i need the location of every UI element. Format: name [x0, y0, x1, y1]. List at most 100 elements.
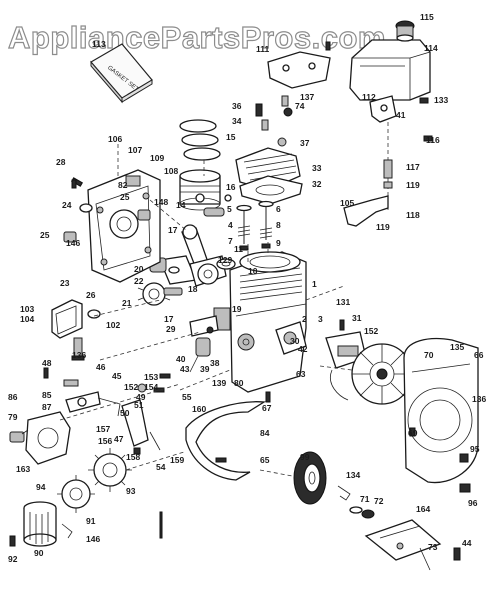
- label-17-lower: 17: [164, 314, 174, 324]
- label-39: 39: [200, 364, 210, 374]
- base-guard[interactable]: [185, 401, 267, 481]
- label-87: 87: [42, 402, 52, 412]
- label-136-left: 136: [72, 350, 86, 360]
- clip-146[interactable]: [61, 523, 73, 539]
- shroud-screws[interactable]: [255, 95, 293, 147]
- washer-20[interactable]: [168, 266, 180, 274]
- label-22: 22: [134, 276, 144, 286]
- label-152: 152: [364, 326, 378, 336]
- label-164: 164: [416, 504, 430, 514]
- label-32: 32: [312, 179, 322, 189]
- label-67: 67: [262, 403, 272, 413]
- label-45: 45: [112, 371, 122, 381]
- label-104: 104: [20, 314, 34, 324]
- label-74: 74: [295, 101, 305, 111]
- label-63: 63: [296, 369, 306, 379]
- label-49: 49: [136, 392, 146, 402]
- misc-screws[interactable]: [43, 41, 433, 539]
- label-46: 46: [96, 362, 106, 372]
- label-48: 48: [42, 358, 52, 368]
- blower-housing[interactable]: [403, 337, 479, 493]
- label-86: 86: [8, 392, 18, 402]
- label-19: 19: [232, 304, 242, 314]
- flywheel[interactable]: [351, 343, 413, 405]
- label-69: 69: [408, 428, 418, 438]
- crankcase-cover[interactable]: [87, 169, 161, 283]
- label-73: 73: [428, 542, 438, 552]
- label-51: 51: [134, 400, 144, 410]
- label-163: 163: [16, 464, 30, 474]
- label-118: 118: [406, 210, 420, 220]
- label-44: 44: [462, 538, 472, 548]
- label-40: 40: [176, 354, 186, 364]
- label-129: 129: [218, 255, 232, 265]
- label-17: 17: [168, 225, 178, 235]
- governor-arm[interactable]: [121, 383, 161, 451]
- label-135: 135: [450, 342, 464, 352]
- label-111: 111: [256, 44, 270, 54]
- fuel-tank[interactable]: [349, 20, 431, 101]
- head-gasket[interactable]: [239, 175, 303, 205]
- label-41: 41: [396, 110, 406, 120]
- carburetor[interactable]: [9, 411, 71, 465]
- drive-gear-91[interactable]: [57, 475, 95, 513]
- watermark-text: AppliancePartsPros.com: [8, 20, 386, 55]
- label-15: 15: [226, 132, 236, 142]
- label-10: 10: [248, 266, 258, 276]
- label-26: 26: [86, 290, 96, 300]
- label-6: 6: [276, 204, 281, 214]
- label-28: 28: [56, 157, 66, 167]
- label-8: 8: [276, 220, 281, 230]
- label-114: 114: [424, 43, 438, 53]
- label-20: 20: [134, 264, 144, 274]
- label-4: 4: [228, 220, 233, 230]
- crankshaft[interactable]: [149, 255, 227, 287]
- control-bracket[interactable]: [364, 519, 461, 571]
- breather-assembly[interactable]: [51, 299, 101, 339]
- governor-parts[interactable]: [189, 315, 219, 373]
- label-7: 7: [228, 236, 233, 246]
- label-146-bottom: 146: [86, 534, 100, 544]
- fuel-line-assembly[interactable]: [343, 122, 393, 227]
- filter-element[interactable]: [23, 501, 57, 547]
- label-153: 153: [144, 372, 158, 382]
- label-50: 50: [120, 408, 130, 418]
- piston-rings[interactable]: [179, 119, 221, 161]
- label-157: 157: [96, 424, 110, 434]
- label-66: 66: [474, 350, 484, 360]
- label-5: 5: [227, 204, 232, 214]
- label-94: 94: [36, 482, 46, 492]
- throttle-linkage[interactable]: [63, 379, 121, 417]
- label-25: 25: [120, 192, 130, 202]
- starter-small-parts[interactable]: [337, 485, 375, 519]
- spark-plug[interactable]: [71, 337, 85, 361]
- label-99: 99: [300, 452, 310, 462]
- starter-pulley[interactable]: [293, 451, 327, 505]
- label-119-bottom: 119: [376, 222, 390, 232]
- label-108: 108: [164, 166, 178, 176]
- screw-92[interactable]: [9, 535, 16, 547]
- label-47: 47: [114, 434, 124, 444]
- valves[interactable]: [236, 200, 274, 251]
- leader-lines: [59, 144, 353, 477]
- label-91: 91: [86, 516, 96, 526]
- label-85: 85: [42, 390, 52, 400]
- gasket-set-box[interactable]: GASKET SET: [90, 43, 153, 104]
- label-106: 106: [108, 134, 122, 144]
- piston-pin[interactable]: [203, 194, 232, 217]
- piston[interactable]: [179, 169, 221, 211]
- tank-bracket[interactable]: [267, 51, 331, 89]
- camshaft-gear[interactable]: [137, 282, 183, 306]
- label-31: 31: [352, 313, 362, 323]
- label-16: 16: [226, 182, 236, 192]
- oil-seal[interactable]: [216, 258, 236, 270]
- label-154: 154: [144, 382, 158, 392]
- label-36: 36: [232, 101, 242, 111]
- label-21: 21: [122, 298, 132, 308]
- drive-gear-93[interactable]: [88, 448, 132, 492]
- tank-support-bracket[interactable]: [369, 95, 397, 123]
- label-105: 105: [340, 198, 354, 208]
- label-139: 139: [212, 378, 226, 388]
- engine-block[interactable]: [213, 251, 307, 393]
